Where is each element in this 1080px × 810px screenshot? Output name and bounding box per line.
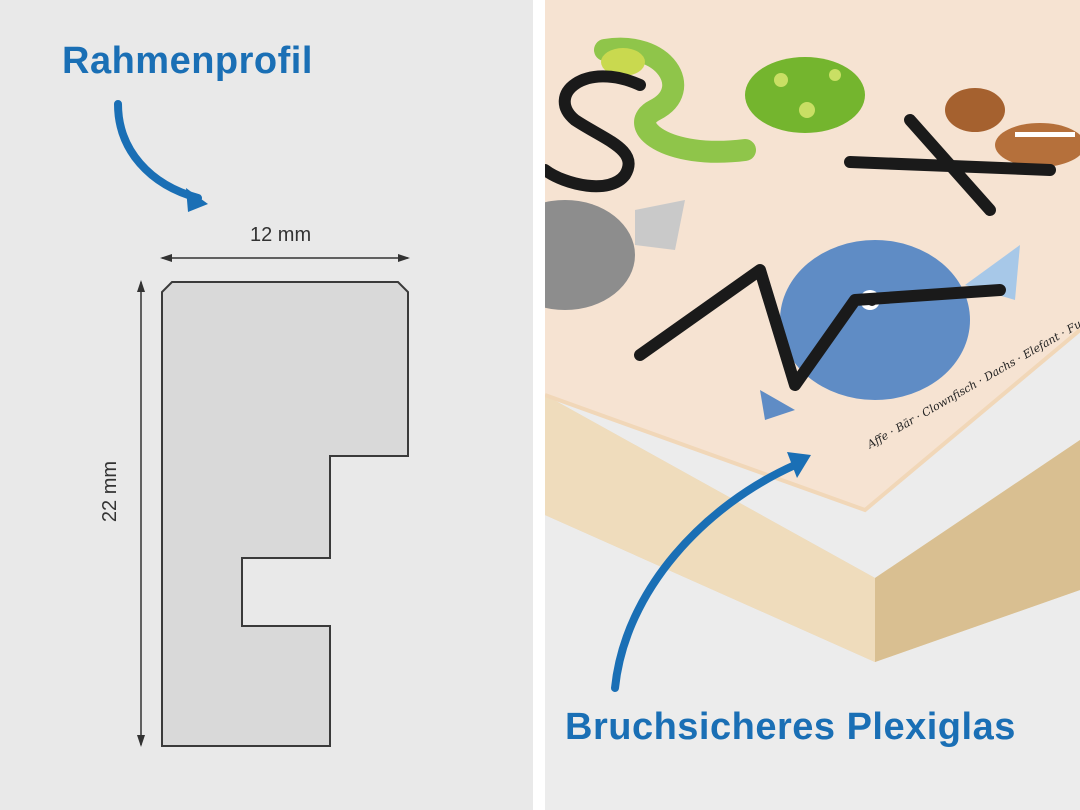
profile-diagram [114, 100, 410, 747]
plexiglas-arrow-icon [611, 461, 799, 692]
height-label: 22 mm [99, 460, 122, 523]
chipmunk-illustration [945, 88, 1080, 167]
width-label: 12 mm [250, 224, 312, 246]
panel-divider [533, 0, 545, 810]
letter-x-stroke-2 [844, 156, 1056, 176]
whale-illustration [760, 240, 1020, 420]
snake-illustration [594, 37, 865, 163]
profile-panel: Rahmenprofil 12 mm 22 mm [0, 0, 533, 810]
arrow-head [186, 188, 208, 212]
letter-s [545, 70, 646, 193]
poster-photo-panel: Affe · Bär · Clownfisch · Dachs · Elefan… [545, 0, 1080, 810]
plexiglas-title: Bruchsicheres Plexiglas [565, 706, 1016, 748]
frame-profile-shape [161, 281, 409, 747]
letter-w [634, 264, 1006, 391]
profile-title: Rahmenprofil [62, 40, 313, 82]
elephant-illustration [545, 200, 685, 310]
poster-surface [545, 0, 1080, 510]
framed-poster-illustration [545, 0, 1080, 692]
curved-arrow-icon [114, 100, 202, 202]
